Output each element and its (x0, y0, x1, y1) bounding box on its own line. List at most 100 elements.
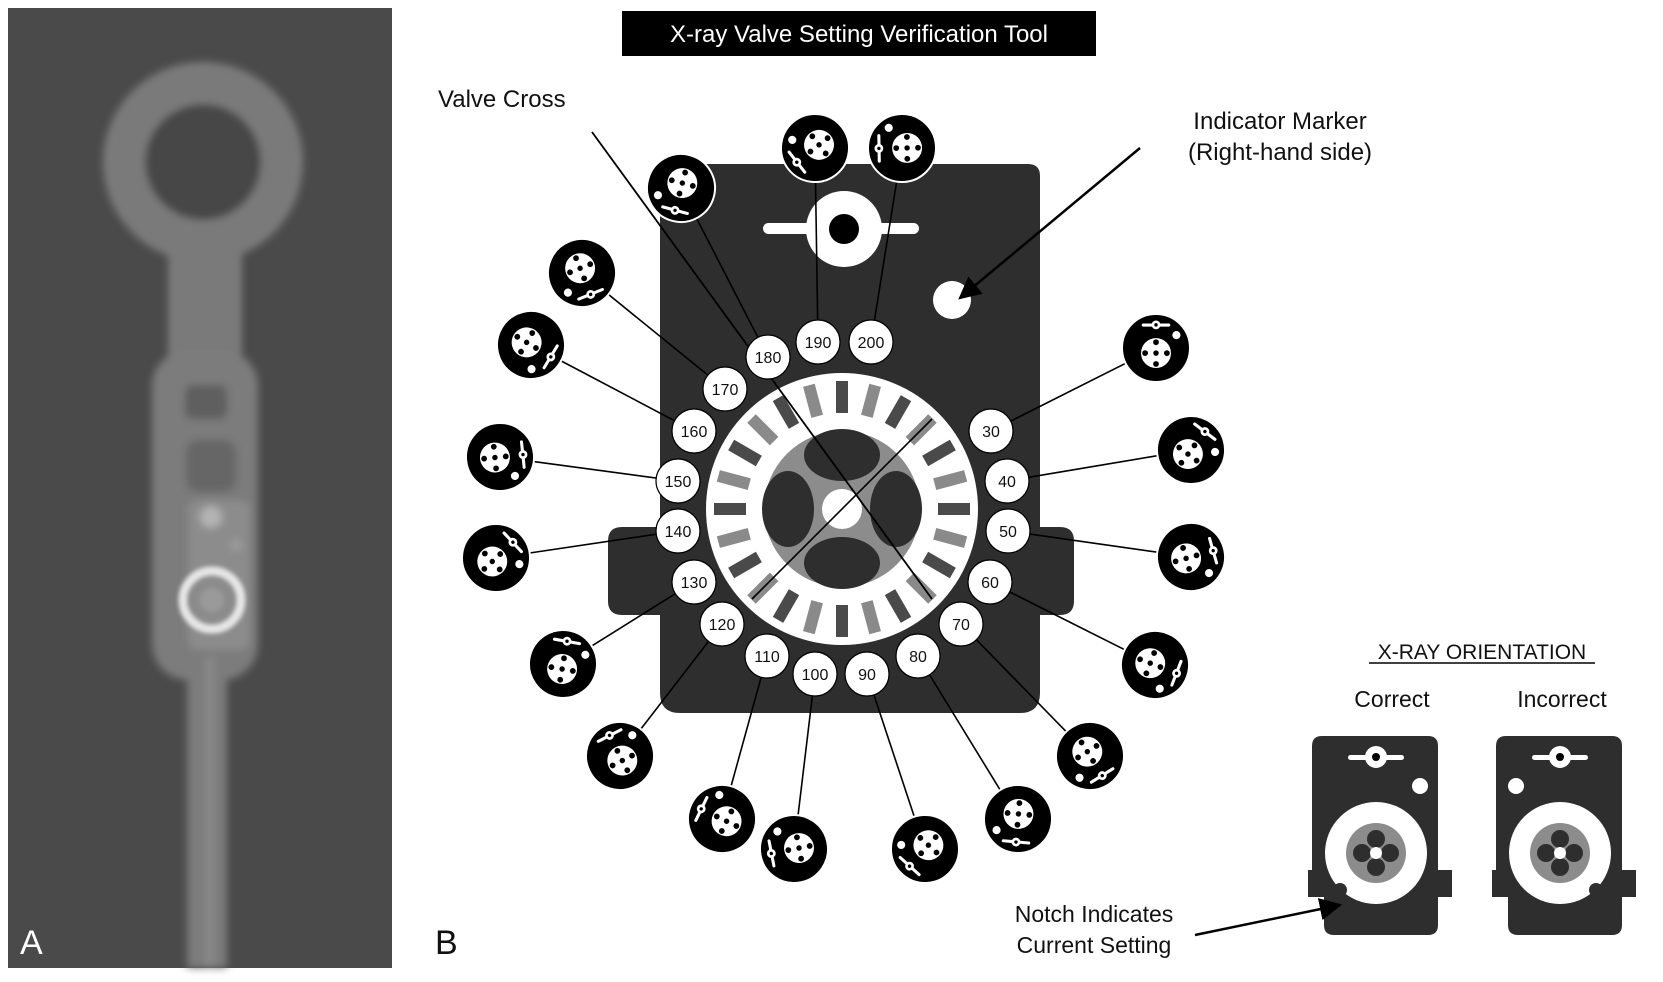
dial-tick (836, 381, 848, 413)
setting-circle (671, 408, 717, 454)
valve-position-icon (890, 814, 960, 884)
valve-dial (591, 131, 978, 645)
panel-b: X-ray Valve Setting Verification Tool Va… (435, 11, 1636, 962)
incorrect-orientation-tool (1492, 736, 1636, 935)
setting-circle (655, 508, 701, 554)
leader-line (640, 640, 710, 730)
leader-line (695, 217, 759, 338)
setting-circle (655, 458, 701, 504)
setting-label: 200 (858, 335, 885, 352)
leader-line (797, 695, 814, 816)
setting-label: 90 (858, 667, 876, 684)
leader-line (928, 674, 1001, 791)
setting-label: 70 (952, 617, 970, 634)
indicator-marker (933, 281, 971, 319)
valve-cross-line (751, 418, 933, 600)
valve-position-icon (465, 422, 535, 492)
setting-label: 40 (998, 474, 1016, 491)
leader-line (560, 360, 675, 422)
valve-position-icon (759, 814, 829, 884)
dial-tick (861, 383, 881, 418)
dial-tick (728, 551, 762, 579)
valve-position-icon (780, 113, 850, 183)
setting-circle (702, 366, 748, 412)
leader-line (533, 460, 657, 479)
dial-tick (803, 600, 823, 635)
dial-ticks (714, 381, 970, 637)
dial-tick (884, 589, 912, 623)
valve-ring-shadow (178, 566, 246, 634)
setting-markers: 3040506070809010011012013014015016017018… (461, 113, 1226, 884)
setting-label: 160 (681, 424, 708, 441)
setting-circle (985, 508, 1031, 554)
valve-position-icon (461, 523, 531, 593)
setting-circle (967, 559, 1013, 605)
setting-circle (844, 651, 890, 697)
valve-position-icon (1156, 522, 1226, 592)
leader-line (607, 293, 709, 376)
valve-position-icon (983, 784, 1053, 854)
dial-tick (836, 605, 848, 637)
valve-position-icon (496, 310, 566, 380)
valve-position-icon (528, 629, 598, 699)
dial-tick (933, 470, 968, 490)
panel-a-xray: A (8, 8, 392, 968)
notch-label-line2: Current Setting (1017, 932, 1172, 958)
setting-label: 130 (681, 575, 708, 592)
leader-line (975, 639, 1067, 733)
setting-circle (895, 633, 941, 679)
orientation-legend: X-RAY ORIENTATION Correct Incorrect Notc… (1015, 641, 1636, 958)
valve-position-icon (1055, 721, 1125, 791)
setting-circle (745, 334, 791, 380)
leader-line (1009, 591, 1125, 651)
leader-line (591, 592, 676, 647)
panel-b-letter: B (435, 924, 458, 962)
setting-label: 190 (805, 335, 832, 352)
leader-line (1029, 533, 1158, 554)
leader-line (1010, 362, 1126, 422)
valve-cross-label: Valve Cross (438, 86, 566, 113)
setting-circle (744, 633, 790, 679)
dial-hub (762, 429, 922, 589)
setting-circle (671, 559, 717, 605)
setting-label: 150 (665, 474, 692, 491)
setting-circle (984, 458, 1030, 504)
dial-tick (716, 470, 751, 490)
valve-position-icon (687, 784, 757, 854)
dial-tick (938, 503, 970, 515)
indicator-label-line2: (Right-hand side) (1188, 139, 1372, 166)
dial-tick (716, 528, 751, 548)
setting-circle (795, 319, 841, 365)
incorrect-label: Incorrect (1517, 686, 1607, 712)
dial-tick (772, 589, 800, 623)
setting-label: 170 (712, 382, 739, 399)
setting-circle (968, 408, 1014, 454)
indicator-arrow (958, 147, 1141, 300)
setting-label: 100 (802, 667, 829, 684)
dial-tick (861, 600, 881, 635)
dial-tick (933, 528, 968, 548)
setting-label: 50 (999, 524, 1017, 541)
setting-label: 180 (755, 350, 782, 367)
setting-circle (938, 601, 984, 647)
dial-tick (922, 439, 956, 467)
orientation-heading: X-RAY ORIENTATION (1378, 641, 1586, 664)
setting-label: 120 (709, 617, 736, 634)
notch-arrow (1194, 898, 1343, 937)
setting-label: 140 (665, 524, 692, 541)
dial-tick (714, 503, 746, 515)
notch-label-line1: Notch Indicates (1015, 901, 1174, 927)
leader-line (873, 181, 898, 321)
setting-circle (848, 319, 894, 365)
valve-position-icon (867, 113, 937, 183)
dial-tick (803, 383, 823, 418)
valve-position-icon (1156, 415, 1226, 485)
dial-tick (747, 414, 779, 446)
dial-tick (772, 395, 800, 429)
indicator-label-line1: Indicator Marker (1193, 108, 1366, 135)
tool-title: X-ray Valve Setting Verification Tool (670, 21, 1048, 48)
setting-label: 30 (982, 424, 1000, 441)
leader-line (529, 533, 657, 554)
setting-label: 80 (909, 649, 927, 666)
